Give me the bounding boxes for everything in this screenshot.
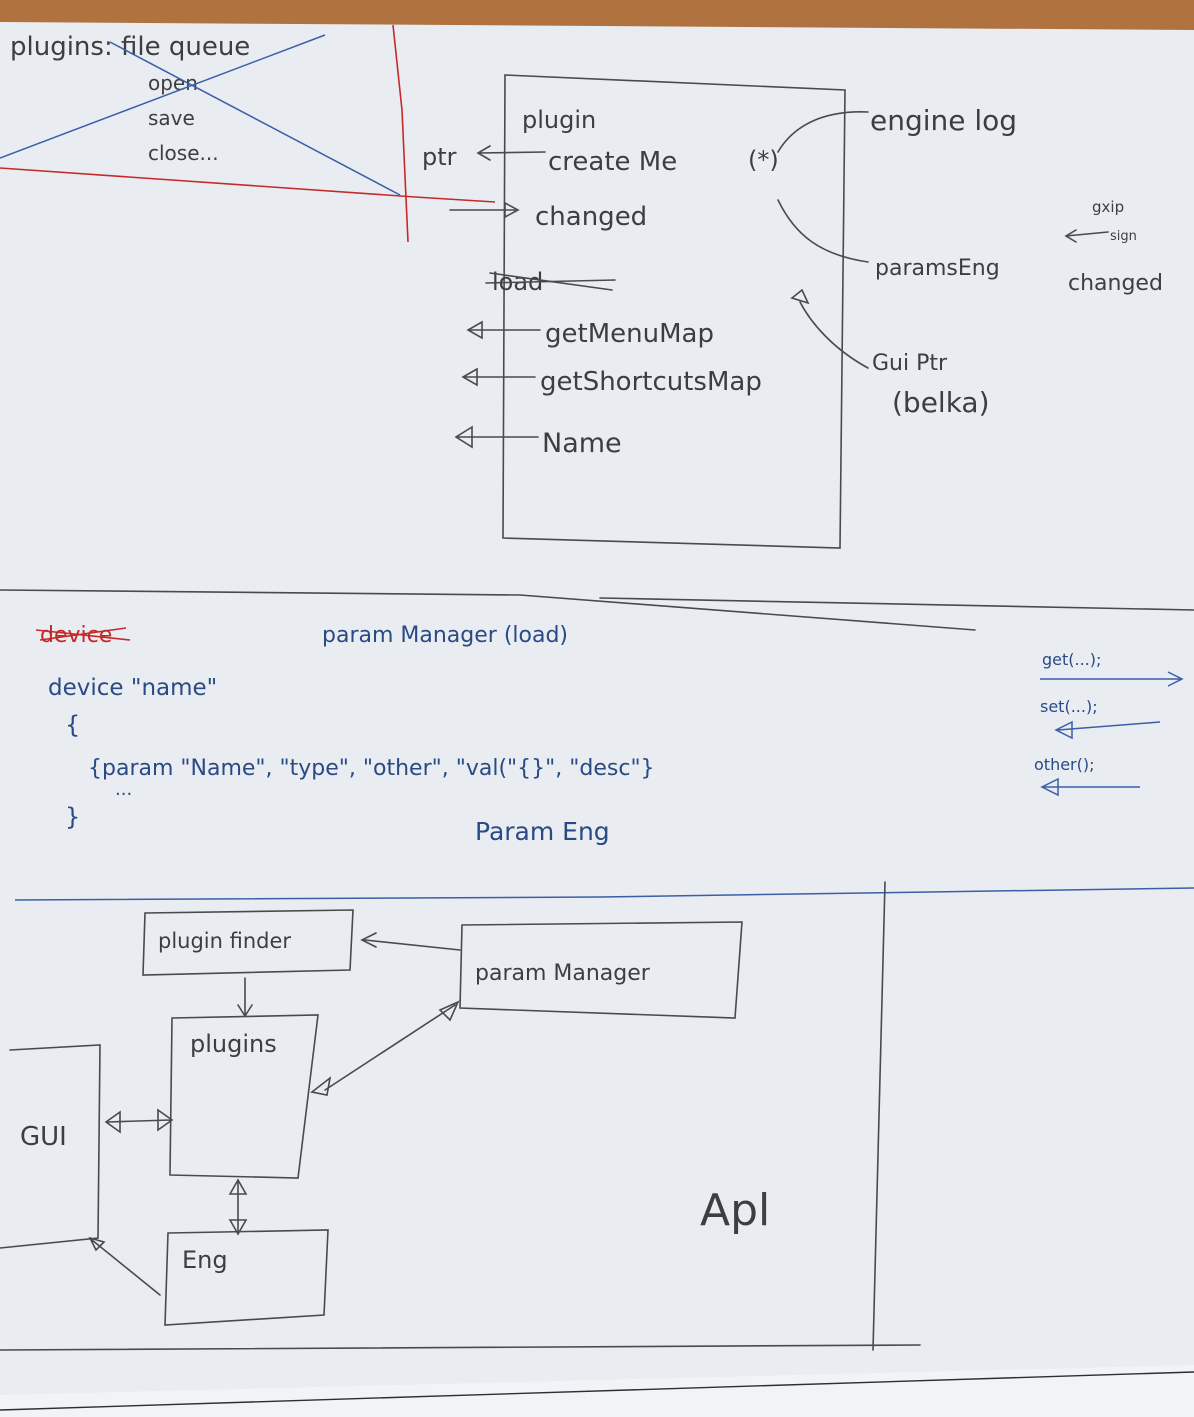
plugin-list-title: plugins: file queue (10, 32, 250, 62)
small-note-b: sign (1110, 229, 1137, 244)
set-method: set(...); (1040, 697, 1098, 716)
strike-out-stroke (39, 627, 127, 641)
param-to-finder-arrow (360, 932, 461, 951)
plugins-param-manager-arrow (310, 1000, 460, 1096)
small-note-arrow (1064, 229, 1109, 243)
gui-ptr-note: Gui Ptr (872, 351, 948, 376)
plugin-create-me: create Me (548, 147, 677, 177)
eng-label: Eng (182, 1246, 228, 1274)
red-divider-vertical (392, 24, 409, 243)
plugin-create-marker: (*) (748, 146, 779, 174)
plugins-label: plugins (190, 1030, 277, 1058)
param-manager-heading: param Manager (load) (322, 623, 568, 648)
plugin-get-shortcuts-map: getShortcutsMap (540, 367, 762, 397)
gui-ptr-arrow (790, 288, 869, 369)
plugin-name: Name (542, 428, 622, 459)
engine-log-arrow (777, 111, 869, 153)
paper-bottom-fold (0, 1371, 1194, 1411)
finder-to-plugins-arrow (237, 977, 253, 1018)
cross-out-stroke (109, 41, 401, 196)
ellipsis: ... (115, 779, 132, 800)
eng-box (164, 1229, 329, 1326)
section-divider-faint (599, 597, 1194, 611)
shortcuts-map-arrow (461, 367, 536, 387)
other-arrow (1040, 777, 1140, 797)
plugin-get-menu-map: getMenuMap (545, 319, 714, 349)
param-eng-label: Param Eng (475, 817, 610, 846)
apl-label: Apl (700, 1185, 770, 1236)
param-manager-box (459, 921, 743, 1019)
device-line: device "name" (48, 675, 217, 701)
set-arrow (1054, 720, 1161, 740)
plugin-interface-box: plugin create Me (*) changed load getMen… (485, 74, 846, 549)
small-note-a: gxip (1092, 198, 1124, 216)
gui-label: GUI (20, 1122, 67, 1152)
plugin-list-item-save: save (148, 106, 195, 130)
plugin-finder-label: plugin finder (158, 929, 291, 953)
menu-map-arrow (466, 320, 541, 340)
plugin-changed: changed (535, 202, 647, 232)
strike-out-stroke (489, 272, 613, 291)
open-brace: { (65, 711, 80, 739)
fold-line-vertical (872, 881, 886, 1351)
section-divider-blue (14, 887, 1194, 901)
params-eng-note: paramsEng (875, 256, 1000, 281)
params-eng-changed-note: changed (1068, 271, 1163, 296)
param-definition-line: {param "Name", "type", "other", "val("{}… (88, 756, 655, 781)
gui-eng-arrow (88, 1236, 161, 1296)
crossed-out-plugin-list: plugins: file queue open save close... (0, 32, 401, 196)
cross-out-stroke (0, 34, 326, 159)
param-manager-label: param Manager (475, 961, 651, 986)
changed-arrow (449, 201, 520, 219)
plugins-eng-arrow (228, 1178, 248, 1236)
strike-out-stroke (35, 629, 131, 641)
section-divider (0, 589, 976, 631)
name-arrow (454, 425, 539, 449)
gui-box (0, 1044, 101, 1249)
plugin-box-title: plugin (522, 106, 596, 134)
param-manager-notes: device param Manager (load) device "name… (35, 623, 655, 846)
create-me-arrow (476, 145, 546, 161)
api-methods-notes: get(...); set(...); other(); (1034, 650, 1184, 797)
plugin-finder-box (142, 909, 354, 976)
plugin-list-item-close: close... (148, 141, 219, 165)
other-method: other(); (1034, 755, 1095, 774)
belka-note: (belka) (892, 386, 990, 419)
red-divider-horizontal (0, 167, 496, 203)
paper-page (0, 22, 1194, 1417)
architecture-diagram: plugin finder param Manager plugins GUI … (0, 909, 770, 1326)
engine-log-note: engine log (870, 104, 1017, 137)
get-method: get(...); (1042, 650, 1101, 669)
get-arrow (1040, 671, 1184, 687)
plugins-box (169, 1014, 319, 1179)
gui-plugins-arrow (104, 1108, 174, 1134)
ptr-label: ptr (422, 143, 457, 171)
params-eng-arrow (777, 199, 869, 263)
fold-line-horizontal (0, 1344, 921, 1351)
close-brace: } (65, 803, 80, 831)
